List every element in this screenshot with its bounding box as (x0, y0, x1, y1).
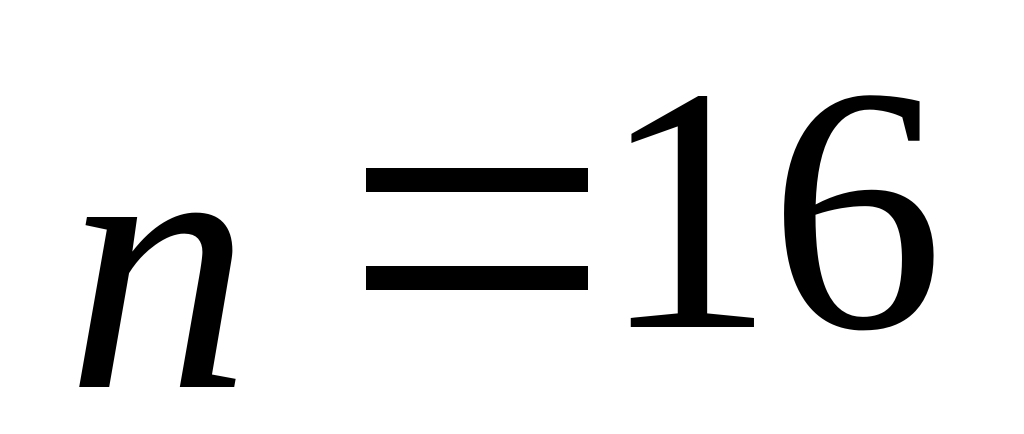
equals-sign (366, 168, 588, 290)
equals-bar-top (366, 168, 588, 192)
value-number: 16 (600, 15, 944, 403)
equals-bar-bottom (366, 266, 588, 290)
variable-n: n (66, 58, 251, 434)
